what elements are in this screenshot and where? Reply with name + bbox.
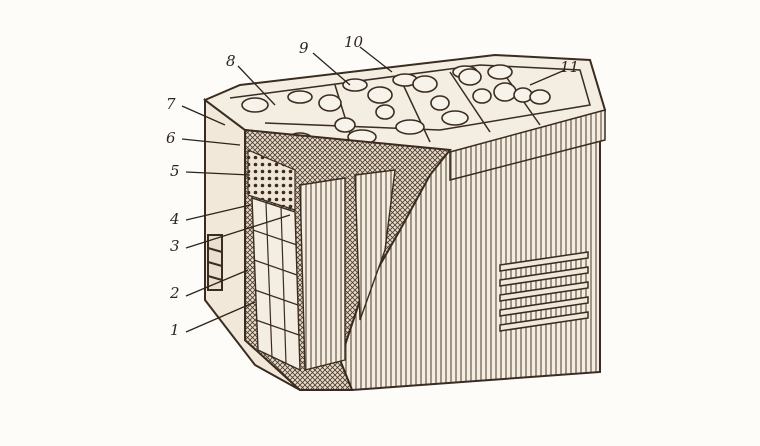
plate-grid xyxy=(252,202,300,365)
negative-plate xyxy=(251,197,301,372)
label-10: 10 xyxy=(344,33,364,51)
leader-lines xyxy=(181,46,566,333)
side-handle xyxy=(207,234,223,291)
label-11: 11 xyxy=(560,58,579,76)
lid-band xyxy=(449,109,606,181)
label-6: 6 xyxy=(166,129,176,147)
label-9: 9 xyxy=(299,39,309,57)
label-8: 8 xyxy=(226,52,236,70)
label-1: 1 xyxy=(170,321,180,339)
front-rib-panel xyxy=(499,251,589,332)
separator-plate xyxy=(247,149,296,211)
cell-block xyxy=(354,169,396,321)
label-3: 3 xyxy=(170,237,180,255)
positive-plates xyxy=(299,177,346,371)
label-5: 5 xyxy=(170,162,180,180)
label-7: 7 xyxy=(166,95,176,113)
label-2: 2 xyxy=(169,284,180,302)
label-4: 4 xyxy=(169,210,180,228)
